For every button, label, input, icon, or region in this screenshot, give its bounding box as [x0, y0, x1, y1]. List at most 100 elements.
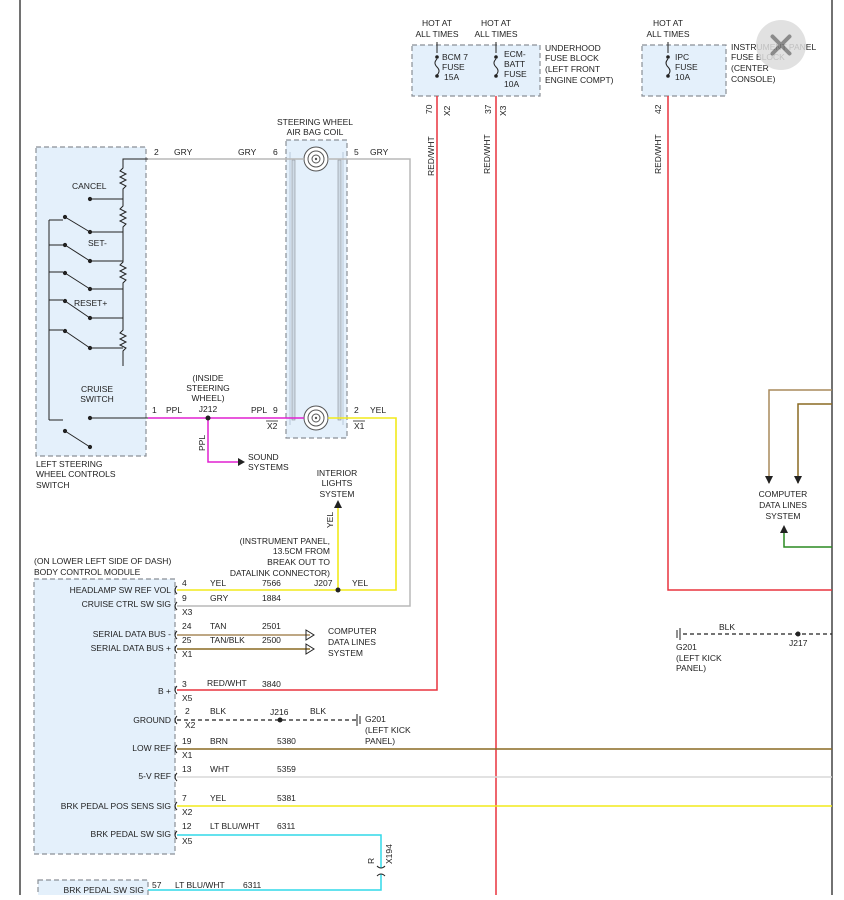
cruise-switch-label-2: SWITCH [80, 394, 114, 404]
row-pin-9: 9 [182, 593, 187, 603]
switch-label-reset: RESET+ [74, 298, 107, 308]
cruise-switch-label-1: CRUISE [81, 384, 113, 394]
pin-37: 37 [483, 104, 493, 114]
hot-label-ipc-2: ALL TIMES [647, 29, 690, 39]
row-pin-19: 19 [182, 736, 192, 746]
underhood-label-3: (LEFT FRONT [545, 64, 600, 74]
row-circuit-6311: 6311 [277, 821, 296, 831]
wire-tan-right [768, 389, 832, 483]
row-yel-4: YEL [210, 578, 226, 588]
row-ltbluwht2: LT BLU/WHT [175, 880, 225, 890]
ip-block-label-3: (CENTER [731, 63, 769, 73]
ip-break-3: BREAK OUT TO [267, 557, 330, 567]
connector-r-label: R [366, 858, 376, 864]
hot-label-ecm-2: ALL TIMES [475, 29, 518, 39]
body-control-module: (ON LOWER LEFT SIDE OF DASH) BODY CONTRO… [33, 556, 178, 855]
pin-5: 5 [354, 147, 359, 157]
splice-icon [277, 717, 283, 723]
row-conn-x3: X3 [182, 607, 193, 617]
row-circuit-5359: 5359 [277, 764, 296, 774]
ip-break-4: DATALINK CONNECTOR) [230, 568, 330, 578]
row-circuit-2501: 2501 [262, 621, 281, 631]
bottom-brk-sw: BRK PEDAL SW SIG [64, 885, 144, 895]
underhood-label-1: UNDERHOOD [545, 43, 601, 53]
fuse-ecm-line-4: 10A [504, 79, 519, 89]
left-controls-label-1: LEFT STEERING [36, 459, 102, 469]
splice-icon [335, 587, 341, 593]
inside-wheel-2: STEERING [186, 383, 229, 393]
row-blk-g: BLK [210, 706, 226, 716]
wire-color-ppl-1: PPL [166, 405, 182, 415]
underhood-label-4: ENGINE COMPT) [545, 75, 614, 85]
wire-gray [148, 158, 411, 607]
row-pin-2g: 2 [185, 706, 190, 716]
fuse-ipc-line-2: FUSE [675, 62, 698, 72]
fuse-ecm-line-1: ECM- [504, 49, 526, 59]
splice-j216: J216 [270, 707, 289, 717]
arrow-icon [305, 643, 315, 655]
ip-break-1: (INSTRUMENT PANEL, [240, 536, 330, 546]
pin-2-top: 2 [154, 147, 159, 157]
g201-b-line-3: PANEL) [676, 663, 706, 673]
fuse-ecm-line-2: BATT [504, 59, 525, 69]
comp-data-1-line-3: SYSTEM [328, 648, 363, 658]
bcm-pin-serial-minus: SERIAL DATA BUS - [93, 629, 171, 639]
bcm-pin-cruise: CRUISE CTRL SW SIG [82, 599, 171, 609]
row-circuit-7566: 7566 [262, 578, 281, 588]
row-circuit-5380: 5380 [277, 736, 296, 746]
clockspring-icon [303, 146, 329, 172]
comp-data-1-line-1: COMPUTER [328, 626, 377, 636]
wire-red-ipc [667, 96, 832, 591]
splice-icon [795, 631, 801, 637]
switch-label-set: SET- [88, 238, 107, 248]
bcm-title-1: (ON LOWER LEFT SIDE OF DASH) [34, 556, 171, 566]
sound-systems-2: SYSTEMS [248, 462, 289, 472]
connector-x3-a: X3 [498, 105, 508, 116]
splice-icon [205, 415, 211, 421]
row-pin-25: 25 [182, 635, 192, 645]
fuse-bcm-line-3: 15A [444, 72, 459, 82]
connector-x2-a: X2 [442, 105, 452, 116]
switch-label-cancel: CANCEL [72, 181, 107, 191]
comp-data-2-line-2: DATA LINES [759, 500, 807, 510]
row-conn-x2-7: X2 [182, 807, 193, 817]
fuse-bcm-line-2: FUSE [442, 62, 465, 72]
pin-6: 6 [273, 147, 278, 157]
wire-ltbluwht-2 [148, 874, 382, 891]
close-icon[interactable] [756, 20, 806, 70]
fuse-icon [665, 55, 671, 78]
g201-a-line-1: G201 [365, 714, 386, 724]
resistor-ladder [118, 158, 148, 366]
row-tan: TAN [210, 621, 226, 631]
interior-lights-1: INTERIOR [317, 468, 358, 478]
pin-9: 9 [273, 405, 278, 415]
fuse-ipc-line-3: 10A [675, 72, 690, 82]
row-yel-7: YEL [210, 793, 226, 803]
row-pin-57: 57 [152, 880, 162, 890]
wire-color-gry-2: GRY [238, 147, 257, 157]
arrow-icon [238, 458, 245, 466]
wire-green [783, 533, 832, 548]
wire-color-redwht-2: RED/WHT [482, 134, 492, 174]
g201-b-line-1: G201 [676, 642, 697, 652]
wire-ltbluwht [177, 834, 382, 868]
wire-color-redwht-3: RED/WHT [653, 134, 663, 174]
bcm-pin-ground: GROUND [133, 715, 171, 725]
connector-x194 [376, 865, 386, 877]
comp-data-1-line-2: DATA LINES [328, 637, 376, 647]
comp-data-2-line-3: SYSTEM [766, 511, 801, 521]
fuse-icon [434, 55, 440, 78]
bcm-pin-low-ref: LOW REF [132, 743, 171, 753]
arrow-icon [780, 525, 788, 533]
wire-color-ppl-v: PPL [197, 435, 207, 451]
connector-x2-b: X2 [267, 421, 278, 431]
bcm-pin-serial-plus: SERIAL DATA BUS + [91, 643, 171, 653]
row-redwht: RED/WHT [207, 678, 247, 688]
left-controls-label-2: WHEEL CONTROLS [36, 469, 116, 479]
underhood-label-2: FUSE BLOCK [545, 53, 599, 63]
connector-x1-a: X1 [354, 421, 365, 431]
hot-label-ecm-1: HOT AT [481, 18, 511, 28]
arrow-icon [765, 476, 773, 484]
g201-a-line-2: (LEFT KICK [365, 725, 411, 735]
